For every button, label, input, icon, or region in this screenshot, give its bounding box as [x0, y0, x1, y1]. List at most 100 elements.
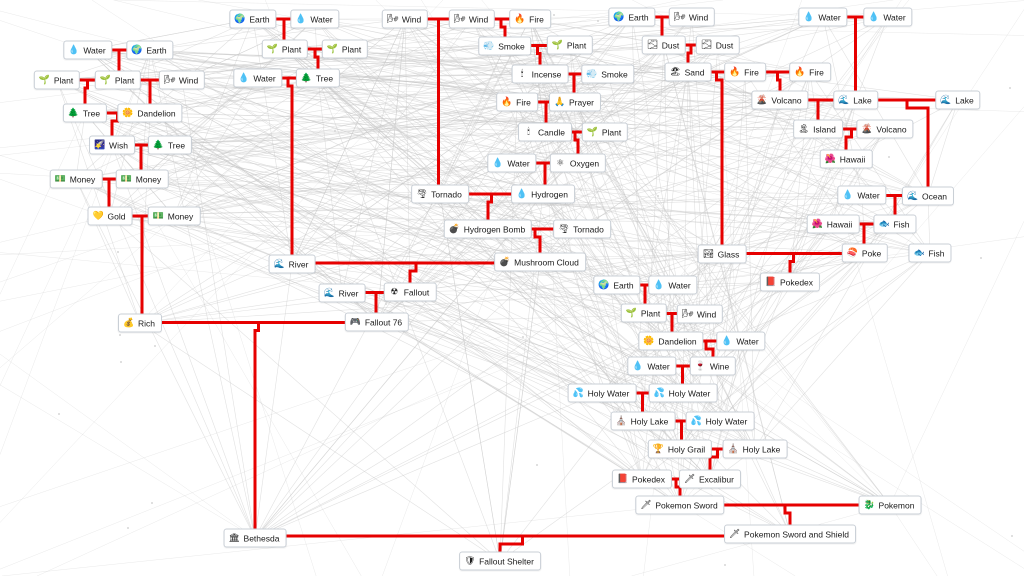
background-line	[539, 261, 1024, 569]
element-node-holygrail[interactable]: 🏆Holy Grail	[647, 439, 713, 459]
background-line	[173, 71, 746, 217]
element-node-sand[interactable]: 🏖Sand	[664, 62, 712, 82]
element-node-holylake1[interactable]: ⛪Holy Lake	[610, 411, 676, 431]
element-node-money2[interactable]: 💵Money	[115, 169, 169, 189]
element-node-volcano1[interactable]: 🌋Volcano	[751, 90, 809, 110]
element-node-plant4[interactable]: 🌱Plant	[321, 39, 369, 59]
element-node-dandelion1[interactable]: 🌼Dandelion	[117, 103, 183, 123]
element-node-incense[interactable]: 🕯Incense	[511, 64, 569, 84]
element-node-fallout76[interactable]: 🎮Fallout 76	[344, 312, 410, 332]
element-node-tree3[interactable]: 🌲Tree	[295, 68, 341, 88]
element-node-wish[interactable]: 🌠Wish	[89, 135, 135, 155]
water-drop-icon: 💧	[868, 11, 880, 22]
game-controller-icon: 🎮	[349, 316, 362, 327]
element-node-prayer[interactable]: 🙏Prayer	[548, 92, 602, 112]
element-node-water1[interactable]: 💧Water	[63, 40, 113, 60]
element-node-mushroom[interactable]: 💣Mushroom Cloud	[494, 252, 586, 272]
element-node-money1[interactable]: 💵Money	[49, 169, 103, 189]
element-node-water6[interactable]: 💧Water	[863, 7, 913, 27]
element-node-tornado2[interactable]: 🌪Tornado	[553, 219, 611, 239]
water-drop-icon: 💧	[492, 157, 504, 168]
element-node-hawaii2[interactable]: 🌺Hawaii	[806, 214, 860, 234]
element-node-lake2[interactable]: 🌊Lake	[935, 90, 981, 110]
element-node-dandelion2[interactable]: 🌼Dandelion	[638, 331, 704, 351]
element-node-water3[interactable]: 💧Water	[233, 68, 283, 88]
holy-lake-icon: ⛪	[727, 443, 739, 454]
element-node-wind5[interactable]: 🌬Wind	[676, 304, 724, 324]
element-node-tree2[interactable]: 🌲Tree	[147, 135, 193, 155]
element-node-pokedex2[interactable]: 📕Pokedex	[611, 469, 673, 489]
element-node-candle[interactable]: 🕯Candle	[518, 122, 572, 142]
element-node-poke[interactable]: 🍣Poke	[841, 243, 889, 263]
element-node-plant5[interactable]: 🌱Plant	[546, 35, 594, 55]
element-node-plant6[interactable]: 🌱Plant	[581, 122, 629, 142]
element-node-smoke2[interactable]: 💨Smoke	[581, 64, 635, 84]
element-node-water10[interactable]: 💧Water	[627, 356, 677, 376]
element-node-rich[interactable]: 💰Rich	[117, 313, 163, 333]
element-node-plant3[interactable]: 🌱Plant	[261, 39, 309, 59]
holy-grail-icon: 🏆	[652, 443, 665, 454]
element-node-earth1[interactable]: 🌍Earth	[126, 40, 174, 60]
element-node-fire4[interactable]: 🔥Fire	[789, 62, 831, 82]
element-node-volcano2[interactable]: 🌋Volcano	[856, 119, 914, 139]
wind-icon: 🌬	[673, 11, 686, 22]
element-node-water9[interactable]: 💧Water	[716, 331, 766, 351]
element-node-water4[interactable]: 💧Water	[487, 153, 537, 173]
element-node-dust1[interactable]: 🌫Dust	[641, 35, 687, 55]
element-node-plant1[interactable]: 🌱Plant	[33, 70, 81, 90]
element-node-holylake2[interactable]: ⛪Holy Lake	[722, 439, 788, 459]
element-node-water8[interactable]: 💧Water	[648, 275, 698, 295]
element-node-oxygen[interactable]: ⚛Oxygen	[549, 153, 607, 173]
element-node-island[interactable]: 🏝Island	[793, 119, 843, 139]
element-node-swordshield[interactable]: 🗡Pokemon Sword and Shield	[724, 524, 856, 544]
element-node-earth3[interactable]: 🌍Earth	[608, 7, 656, 27]
element-node-bethesda[interactable]: 🏛Bethesda	[223, 528, 287, 548]
background-line	[679, 106, 1024, 506]
element-node-glass[interactable]: 🏞Glass	[697, 244, 747, 264]
background-line	[169, 144, 544, 195]
plant-sprout-icon: 🌱	[99, 74, 112, 85]
element-node-fire2[interactable]: 🔥Fire	[496, 92, 538, 112]
element-node-holywater1[interactable]: 💦Holy Water	[567, 383, 637, 403]
element-node-dust2[interactable]: 🌫Dust	[695, 35, 741, 55]
element-node-fire3[interactable]: 🔥Fire	[724, 62, 766, 82]
element-node-river2[interactable]: 🌊River	[318, 283, 366, 303]
element-node-pokedex1[interactable]: 📕Pokedex	[759, 272, 821, 292]
element-node-shelter[interactable]: 🛡Fallout Shelter	[459, 551, 541, 571]
element-node-hawaii1[interactable]: 🌺Hawaii	[819, 149, 873, 169]
element-node-hbomb[interactable]: 💣Hydrogen Bomb	[443, 219, 533, 239]
element-node-tree1[interactable]: 🌲Tree	[62, 103, 108, 123]
element-node-lake1[interactable]: 🌊Lake	[833, 90, 879, 110]
element-node-gold[interactable]: 💛Gold	[87, 206, 133, 226]
element-node-water5[interactable]: 💧Water	[798, 7, 848, 27]
wish-star-icon: 🌠	[94, 139, 106, 150]
money-bill-icon: 💵	[152, 210, 164, 221]
element-node-smoke1[interactable]: 💨Smoke	[478, 36, 532, 56]
element-node-tornado1[interactable]: 🌪Tornado	[411, 184, 469, 204]
element-node-pokemon[interactable]: 🐉Pokemon	[858, 495, 922, 515]
element-node-wine[interactable]: 🍷Wine	[689, 356, 737, 376]
element-node-excalibur[interactable]: 🗡Excalibur	[679, 469, 741, 489]
element-node-fallout[interactable]: ☢Fallout	[383, 282, 437, 302]
element-node-holywater2[interactable]: 💦Holy Water	[648, 383, 718, 403]
element-node-hydrogen[interactable]: 💧Hydrogen	[511, 184, 575, 204]
element-node-plant2[interactable]: 🌱Plant	[94, 70, 142, 90]
element-node-holywater3[interactable]: 💦Holy Water	[685, 411, 755, 431]
element-node-plant7[interactable]: 🌱Plant	[620, 303, 668, 323]
element-node-money3[interactable]: 💵Money	[147, 206, 201, 226]
element-node-wind1[interactable]: 🌬Wind	[158, 70, 206, 90]
element-node-wind3[interactable]: 🌬Wind	[448, 9, 496, 29]
element-node-earth4[interactable]: 🌍Earth	[593, 275, 641, 295]
element-node-river1[interactable]: 🌊River	[268, 254, 316, 274]
element-node-ocean[interactable]: 🌊Ocean	[901, 186, 955, 206]
element-node-pokesword[interactable]: 🗡Pokemon Sword	[635, 495, 725, 515]
element-node-water7[interactable]: 💧Water	[837, 185, 887, 205]
element-node-fire1[interactable]: 🔥Fire	[509, 9, 551, 29]
element-label: Tornado	[431, 189, 462, 199]
element-node-water2[interactable]: 💧Water	[290, 9, 340, 29]
element-node-fish1[interactable]: 🐟Fish	[873, 214, 917, 234]
element-node-wind2[interactable]: 🌬Wind	[381, 9, 429, 29]
element-node-fish2[interactable]: 🐟Fish	[908, 243, 952, 263]
element-node-earth2[interactable]: 🌍Earth	[229, 9, 277, 29]
element-node-wind4[interactable]: 🌬Wind	[668, 7, 716, 27]
